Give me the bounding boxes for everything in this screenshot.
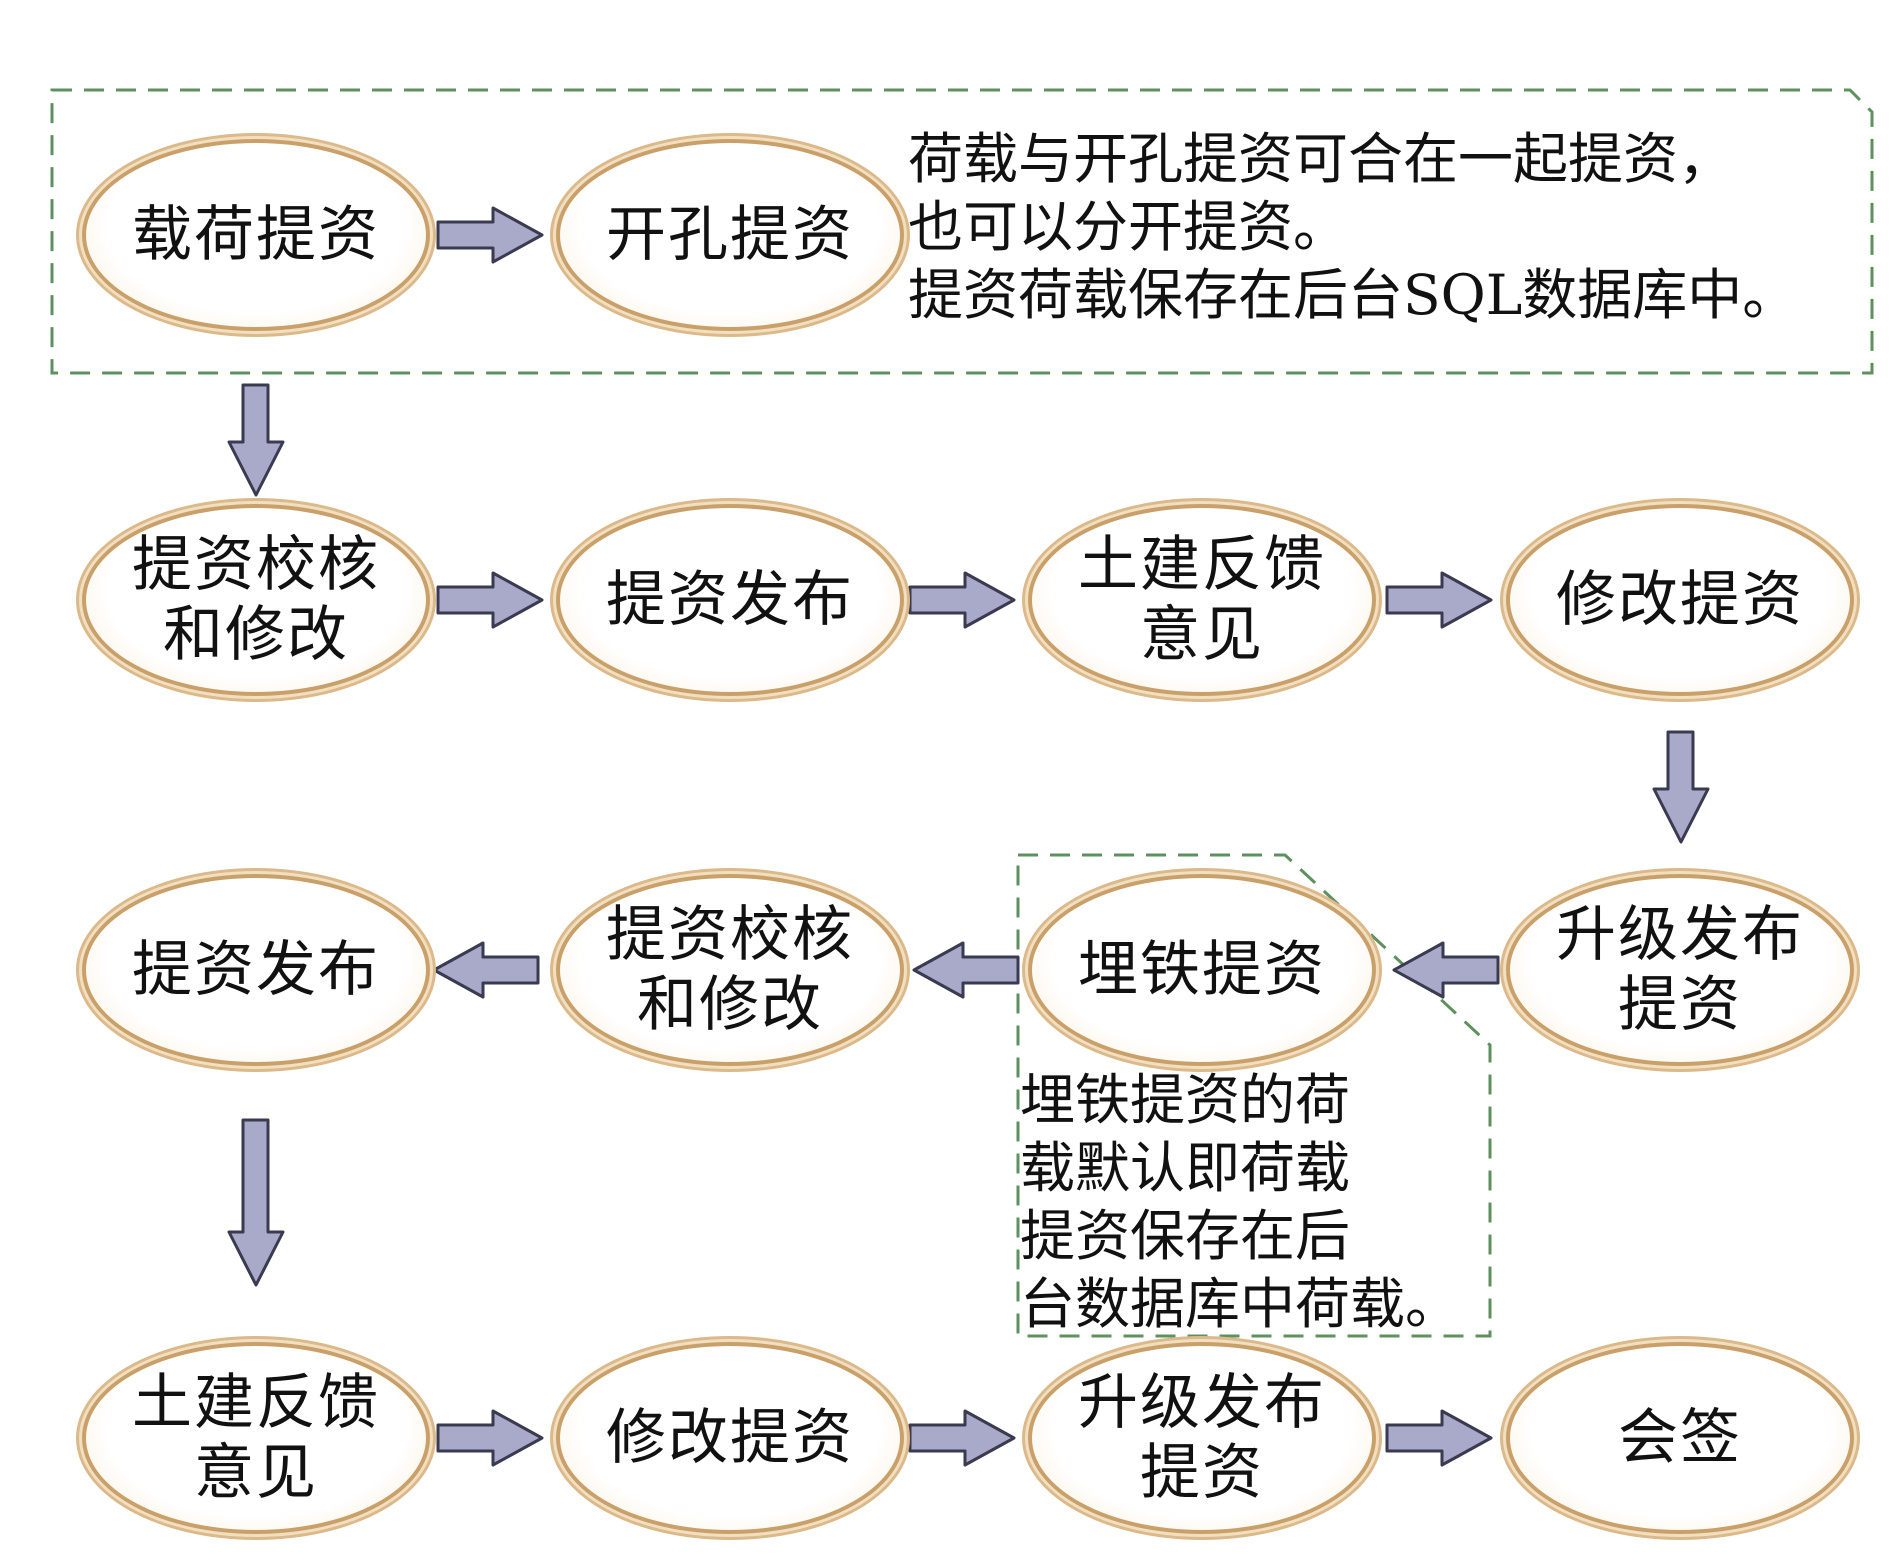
node-civil-feedback-2: 土建反馈 意见	[82, 1342, 430, 1534]
arrow-down-r2-to-r3	[1652, 730, 1710, 844]
node-label: 埋铁提资	[1078, 935, 1326, 1005]
arrow-down-r3-to-r4	[227, 1118, 285, 1287]
note-embedded-iron: 埋铁提资的荷 载默认即荷载 提资保存在后 台数据库中荷载。	[1020, 1068, 1461, 1336]
node-check-and-modify: 提资校核 和修改	[82, 504, 430, 696]
node-publish-2: 提资发布	[82, 874, 430, 1066]
node-label: 提资校核 和修改	[606, 900, 854, 1040]
node-label: 土建反馈 意见	[132, 1368, 380, 1508]
arrow-down-group-to-r2	[227, 383, 285, 497]
node-label: 升级发布 提资	[1556, 900, 1804, 1040]
arrow-right-r1-1	[436, 206, 544, 264]
node-upgrade-publish: 升级发布 提资	[1506, 874, 1854, 1066]
arrow-right-r4-1	[436, 1409, 544, 1467]
arrow-right-r2-1	[436, 571, 544, 629]
node-label: 提资校核 和修改	[132, 530, 380, 670]
node-civil-feedback: 土建反馈 意见	[1028, 504, 1376, 696]
arrow-left-r3-3	[432, 941, 540, 999]
node-opening-submission: 开孔提资	[556, 139, 904, 331]
dashed-group-top	[50, 88, 1874, 375]
node-modify-submission: 修改提资	[1506, 504, 1854, 696]
arrow-right-r2-2	[908, 571, 1016, 629]
node-check-and-modify-2: 提资校核 和修改	[556, 874, 904, 1066]
node-label: 升级发布 提资	[1078, 1368, 1326, 1508]
arrow-right-r4-2	[908, 1409, 1016, 1467]
node-modify-submission-2: 修改提资	[556, 1342, 904, 1534]
node-label: 提资发布	[132, 935, 380, 1005]
node-label: 会签	[1618, 1403, 1742, 1473]
node-label: 修改提资	[606, 1403, 854, 1473]
node-label: 开孔提资	[606, 200, 854, 270]
node-load-submission: 载荷提资	[82, 139, 430, 331]
node-label: 修改提资	[1556, 565, 1804, 635]
node-countersign: 会签	[1506, 1342, 1854, 1534]
note-combined-submission: 荷载与开孔提资可合在一起提资， 也可以分开提资。 提资荷载保存在后台SQL数据库…	[908, 127, 1798, 327]
node-publish: 提资发布	[556, 504, 904, 696]
node-upgrade-publish-2: 升级发布 提资	[1028, 1342, 1376, 1534]
arrow-right-r2-3	[1385, 571, 1493, 629]
arrow-right-r4-3	[1385, 1409, 1493, 1467]
node-embedded-iron-submission: 埋铁提资	[1028, 874, 1376, 1066]
node-label: 提资发布	[606, 565, 854, 635]
arrow-left-r3-2	[912, 941, 1020, 999]
dashed-group-embed	[1016, 853, 1492, 1338]
node-label: 土建反馈 意见	[1078, 530, 1326, 670]
arrow-left-r3-1	[1392, 941, 1500, 999]
node-label: 载荷提资	[132, 200, 380, 270]
